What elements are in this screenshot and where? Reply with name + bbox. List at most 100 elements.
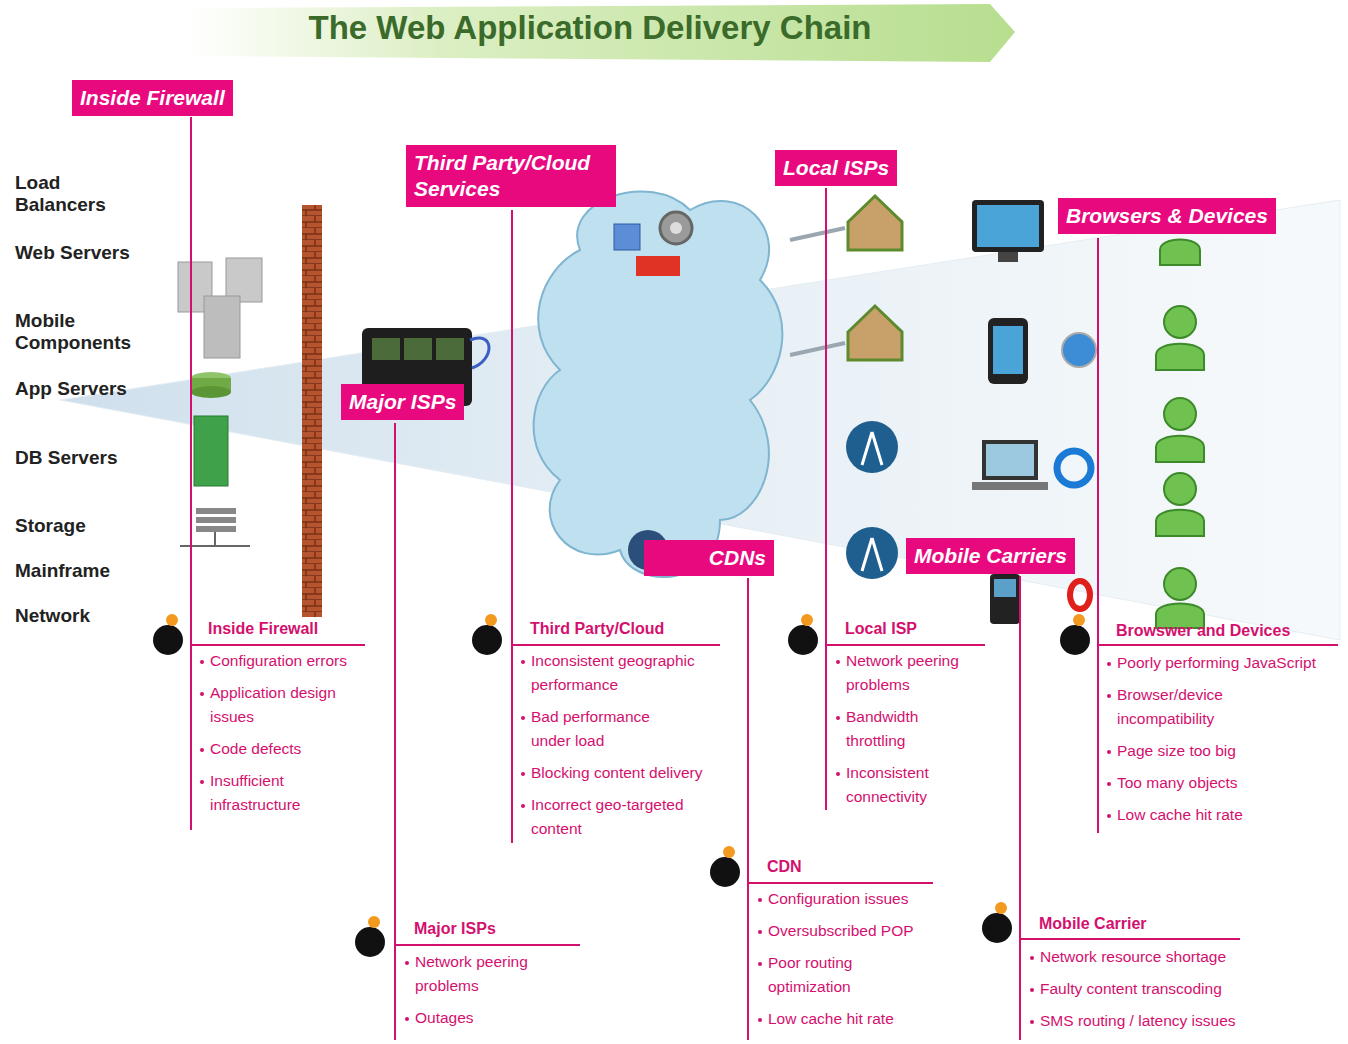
tag-text: Mobile Carriers — [914, 544, 1067, 567]
bullet-dot — [758, 930, 762, 934]
bullet-dot — [521, 772, 525, 776]
bomb — [355, 927, 385, 957]
issue-item-text: Application design issues — [210, 684, 336, 725]
issue-item-text: Bandwidth throttling — [846, 708, 918, 749]
firewall — [302, 205, 322, 617]
callout-tag: Local ISPs — [775, 150, 897, 186]
issue-item: Blocking content delivery — [521, 761, 741, 785]
issue-item: Code defects — [200, 737, 370, 761]
issue-item-text: Inconsistent connectivity — [846, 764, 929, 805]
issue-item: Browser/device incompatibility — [1107, 683, 1262, 731]
issue-item-text: Network resource shortage — [1040, 948, 1226, 965]
issue-item-text: Low cache hit rate — [768, 1010, 894, 1027]
issue-heading-text: CDN — [767, 858, 802, 875]
issue-item-text: Low cache hit rate — [1117, 806, 1243, 823]
tier-label-text: Web Servers — [15, 242, 130, 263]
tag-text: CDNs — [709, 546, 766, 569]
issue-item-text: Insufficient infrastructure — [210, 772, 300, 813]
bullet-dot — [758, 962, 762, 966]
tier-label: DB Servers — [15, 447, 155, 469]
issue-heading-text: Browswer and Devices — [1116, 622, 1290, 639]
issue-item-text: Too many objects — [1117, 774, 1238, 791]
leader-lines — [191, 117, 1338, 1040]
bullet-dot — [1030, 988, 1034, 992]
issue-item: Outages — [405, 1006, 565, 1030]
bullet-dot — [758, 1018, 762, 1022]
tier-label-text: Mainframe — [15, 560, 110, 581]
issue-item: Faulty content transcoding — [1030, 977, 1270, 1001]
tag-text: Major ISPs — [349, 390, 456, 413]
tier-label: Load Balancers — [15, 172, 155, 216]
issue-heading-text: Inside Firewall — [208, 620, 318, 637]
issue-item: Network resource shortage — [1030, 945, 1270, 969]
tier-label-text: App Servers — [15, 378, 127, 399]
bullet-dot — [1107, 814, 1111, 818]
issue-heading: Major ISPs — [414, 920, 574, 938]
issue-heading: Local ISP — [845, 620, 985, 638]
bullet-dot — [1107, 694, 1111, 698]
tag-text: Local ISPs — [783, 156, 889, 179]
bullet-dot — [200, 692, 204, 696]
bomb-spark — [166, 614, 178, 626]
callout-tag: Mobile Carriers — [906, 538, 1075, 574]
bomb-spark — [368, 916, 380, 928]
issue-item-text: Network peering problems — [846, 652, 959, 693]
issue-heading: Third Party/Cloud — [530, 620, 710, 638]
tier-label: App Servers — [15, 378, 155, 400]
issue-item-text: Browser/device incompatibility — [1117, 686, 1223, 727]
issue-item: Poor routing optimization — [758, 951, 888, 999]
issue-item-text: Code defects — [210, 740, 301, 757]
tier-label: Storage — [15, 515, 155, 537]
issue-item-text: Page size too big — [1117, 742, 1236, 759]
issue-heading: Inside Firewall — [208, 620, 368, 638]
issue-item: Page size too big — [1107, 739, 1317, 763]
cloud — [534, 191, 783, 577]
bomb — [153, 625, 183, 655]
issue-item: Bandwidth throttling — [836, 705, 966, 753]
callout-tag: Third Party/Cloud Services — [406, 145, 616, 207]
issue-item: Low cache hit rate — [1107, 803, 1317, 827]
tier-label-text: Mobile Components — [15, 310, 131, 353]
tower-icon — [846, 527, 898, 579]
issue-item-text: Blocking content delivery — [531, 764, 702, 781]
issue-item: Poorly performing JavaScript — [1107, 651, 1348, 675]
bullet-dot — [405, 1017, 409, 1021]
user-icons — [1156, 240, 1204, 629]
house-icons — [790, 196, 902, 360]
issue-item-text: Incorrect geo-targeted content — [531, 796, 684, 837]
bullet-dot — [200, 660, 204, 664]
bullet-dot — [200, 748, 204, 752]
issue-item: SMS routing / latency issues — [1030, 1009, 1280, 1033]
bullet-dot — [758, 898, 762, 902]
bomb — [710, 857, 740, 887]
bullet-dot — [836, 716, 840, 720]
issue-heading-text: Major ISPs — [414, 920, 496, 937]
issue-item: Configuration issues — [758, 887, 948, 911]
callout-tag: Inside Firewall — [72, 80, 233, 116]
tag-text: Browsers & Devices — [1066, 204, 1268, 227]
bullet-dot — [405, 961, 409, 965]
diagram-title: The Web Application Delivery Chain — [190, 6, 990, 50]
issue-item: Too many objects — [1107, 771, 1317, 795]
title-banner — [190, 4, 1015, 62]
issue-item-text: Bad performance under load — [531, 708, 650, 749]
tag-text: Inside Firewall — [80, 86, 225, 109]
issue-item: Low cache hit rate — [758, 1007, 948, 1031]
bullet-dot — [1030, 956, 1034, 960]
issue-item: Inconsistent geographic performance — [521, 649, 731, 697]
bomb-spark — [995, 902, 1007, 914]
issue-item: Oversubscribed POP — [758, 919, 948, 943]
tier-label-text: Network — [15, 605, 90, 626]
issue-item-text: SMS routing / latency issues — [1040, 1012, 1236, 1029]
issue-item: Incorrect geo-targeted content — [521, 793, 731, 841]
bullet-dot — [521, 804, 525, 808]
bomb-spark — [801, 614, 813, 626]
bomb — [1060, 625, 1090, 655]
issue-item-text: Outages — [415, 1009, 474, 1026]
tower-icon — [846, 421, 898, 473]
bullet-dot — [1030, 1020, 1034, 1024]
issue-item: Bad performance under load — [521, 705, 681, 753]
issue-item-text: Faulty content transcoding — [1040, 980, 1222, 997]
tier-label-text: DB Servers — [15, 447, 117, 468]
